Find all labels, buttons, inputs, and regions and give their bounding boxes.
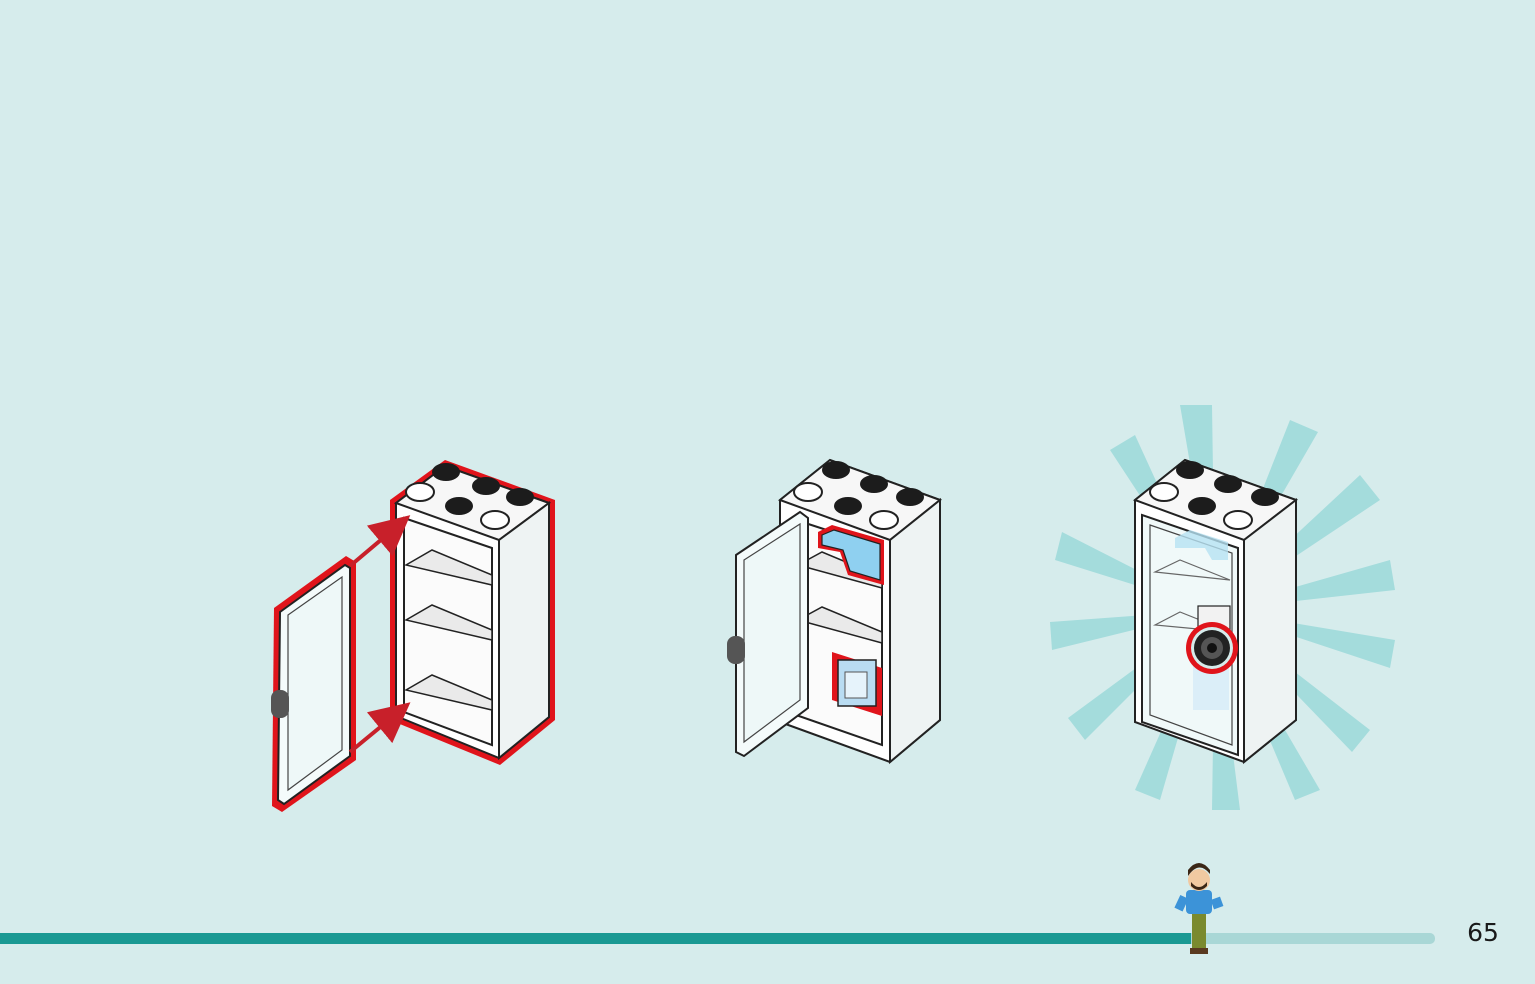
transparent-blue-item (818, 525, 884, 585)
page-number: 65 (1467, 918, 1499, 947)
door-handle (727, 636, 745, 664)
door-handle (271, 690, 289, 718)
door-knob-highlighted (1186, 622, 1238, 674)
fridge-body-highlighted (390, 460, 555, 765)
step-1-fridge-assembly (271, 460, 555, 812)
step-2-fridge-contents (727, 458, 943, 765)
attach-arrow-bottom (348, 702, 411, 754)
progress-fill (0, 933, 1191, 944)
fridge-studs (405, 463, 534, 530)
step-3-fridge-complete (1050, 405, 1395, 810)
attach-arrow-top (348, 515, 411, 568)
milk-carton-item (832, 652, 882, 716)
minifigure-progress-marker (1174, 863, 1224, 954)
fridge-door-highlighted (271, 556, 356, 812)
progress-bar (0, 933, 1435, 944)
